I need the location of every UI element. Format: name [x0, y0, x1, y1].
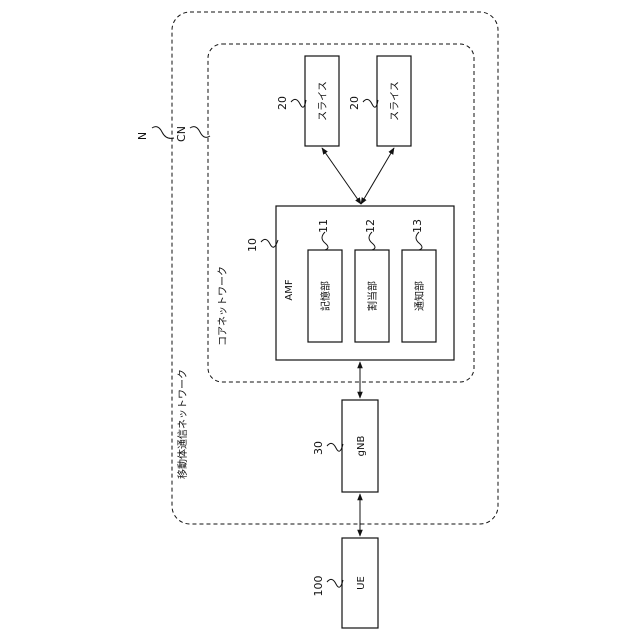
core-network-label: コアネットワーク — [217, 266, 229, 346]
mobile-network-label: 移動体通信ネットワーク — [176, 369, 189, 479]
ue-ref-leader — [327, 579, 343, 587]
ue-ref: 100 — [312, 576, 325, 597]
slice-label-1: スライス — [317, 81, 329, 121]
slice-ref-1: 20 — [276, 96, 289, 110]
network-ref-label: N — [136, 132, 149, 140]
core-ref-leader — [190, 127, 210, 138]
gnb-ref-leader — [327, 443, 343, 451]
amf-ref: 10 — [246, 238, 259, 252]
gnb-ref: 30 — [312, 441, 325, 455]
slice2-amf-arrow — [361, 148, 394, 204]
slice-ref-leader-1 — [291, 99, 306, 107]
ue-label: UE — [356, 576, 367, 590]
slice-label-2: スライス — [389, 81, 401, 121]
network-ref-leader — [152, 127, 174, 139]
storage-unit-label: 記憶部 — [319, 281, 332, 311]
allocation-unit-label: 割当部 — [366, 281, 379, 311]
storage-unit-ref: 11 — [317, 219, 330, 233]
slice-ref-leader-2 — [363, 99, 378, 107]
notification-unit-label: 通知部 — [413, 281, 426, 311]
notification-unit-ref: 13 — [411, 219, 424, 233]
slice-ref-2: 20 — [348, 96, 361, 110]
allocation-unit-ref: 12 — [364, 219, 377, 233]
slice1-amf-arrow — [322, 148, 361, 204]
core-ref-label: CN — [175, 126, 188, 142]
amf-label: AMF — [284, 279, 295, 300]
gnb-label: gNB — [356, 436, 367, 457]
